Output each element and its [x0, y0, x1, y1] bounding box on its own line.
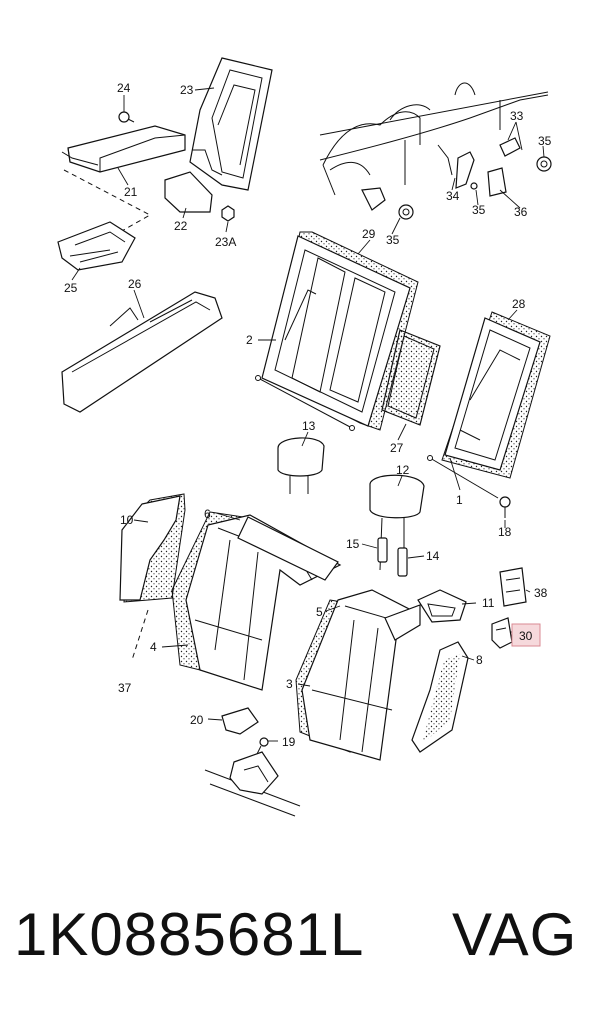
- callout-35-top: 35: [538, 134, 552, 148]
- callout-38: 38: [534, 586, 548, 600]
- callout-12: 12: [396, 463, 410, 477]
- cover-22: [164, 171, 213, 213]
- caption-bar: 1K0885681L VAG: [0, 895, 600, 975]
- callout-14: 14: [426, 549, 440, 563]
- bolt-18: [499, 496, 511, 518]
- armrest-frame-23: [189, 57, 273, 191]
- armrest-cushion-26: [61, 291, 223, 413]
- backrest-frame-28: [427, 311, 551, 499]
- callout-4: 4: [150, 640, 157, 654]
- callout-10: 10: [120, 513, 134, 527]
- callout-26: 26: [128, 277, 142, 291]
- latch-hardware: [361, 137, 552, 220]
- callout-1: 1: [456, 493, 463, 507]
- callout-18: 18: [498, 525, 512, 539]
- guide-15: [377, 537, 388, 563]
- cupholder-insert-25: [57, 221, 136, 271]
- callout-33: 33: [510, 109, 524, 123]
- callout-29: 29: [362, 227, 376, 241]
- brand-name: VAG: [452, 901, 578, 968]
- callout-13: 13: [302, 419, 316, 433]
- screw-24: [118, 111, 135, 123]
- callout-19: 19: [282, 735, 296, 749]
- callout-8: 8: [476, 653, 483, 667]
- callout-24: 24: [117, 81, 131, 95]
- part-number: 1K0885681L: [14, 901, 365, 968]
- nut-23a: [221, 205, 235, 222]
- callout-3: 3: [286, 677, 293, 691]
- pad-27: [381, 329, 441, 426]
- callout-23: 23: [180, 83, 194, 97]
- backrest-frame-2: [255, 231, 419, 431]
- exploded-parts-diagram: 24 23 21 22 23A 25 26 29 2 27 13 28 1 18…: [57, 57, 552, 817]
- callout-2: 2: [246, 333, 253, 347]
- callout-25: 25: [64, 281, 78, 295]
- headrest-12: [369, 474, 425, 571]
- callout-35-left: 35: [386, 233, 400, 247]
- callout-36: 36: [514, 205, 528, 219]
- callout-20: 20: [190, 713, 204, 727]
- vehicle-body-outline: [319, 82, 549, 196]
- callout-27: 27: [390, 441, 404, 455]
- callout-5: 5: [316, 605, 323, 619]
- cap-30: [491, 617, 513, 649]
- side-panel-8: [411, 641, 469, 753]
- backrest-cover-5: [295, 589, 421, 761]
- armrest-cover-21: [67, 125, 186, 173]
- armrest-assembly: [57, 57, 273, 271]
- callout-30: 30: [519, 629, 533, 643]
- backrest-cover-4: [171, 511, 342, 691]
- callout-23a: 23A: [215, 235, 236, 249]
- callout-21: 21: [124, 185, 138, 199]
- headrest-13: [277, 437, 325, 494]
- callout-6: 6: [204, 507, 211, 521]
- guide-14: [397, 547, 408, 577]
- callout-37: 37: [118, 681, 132, 695]
- floor-mount: [204, 751, 301, 817]
- leader-lines: [71, 87, 545, 742]
- highlight-box-30: [511, 623, 541, 647]
- callout-35-mid: 35: [472, 203, 486, 217]
- callout-15: 15: [346, 537, 360, 551]
- callout-28: 28: [512, 297, 526, 311]
- callout-labels: 24 23 21 22 23A 25 26 29 2 27 13 28 1 18…: [64, 81, 552, 749]
- latch-20: [221, 707, 259, 735]
- callout-11: 11: [482, 596, 495, 610]
- callout-22: 22: [174, 219, 188, 233]
- clip-38: [499, 567, 527, 607]
- callout-34: 34: [446, 189, 460, 203]
